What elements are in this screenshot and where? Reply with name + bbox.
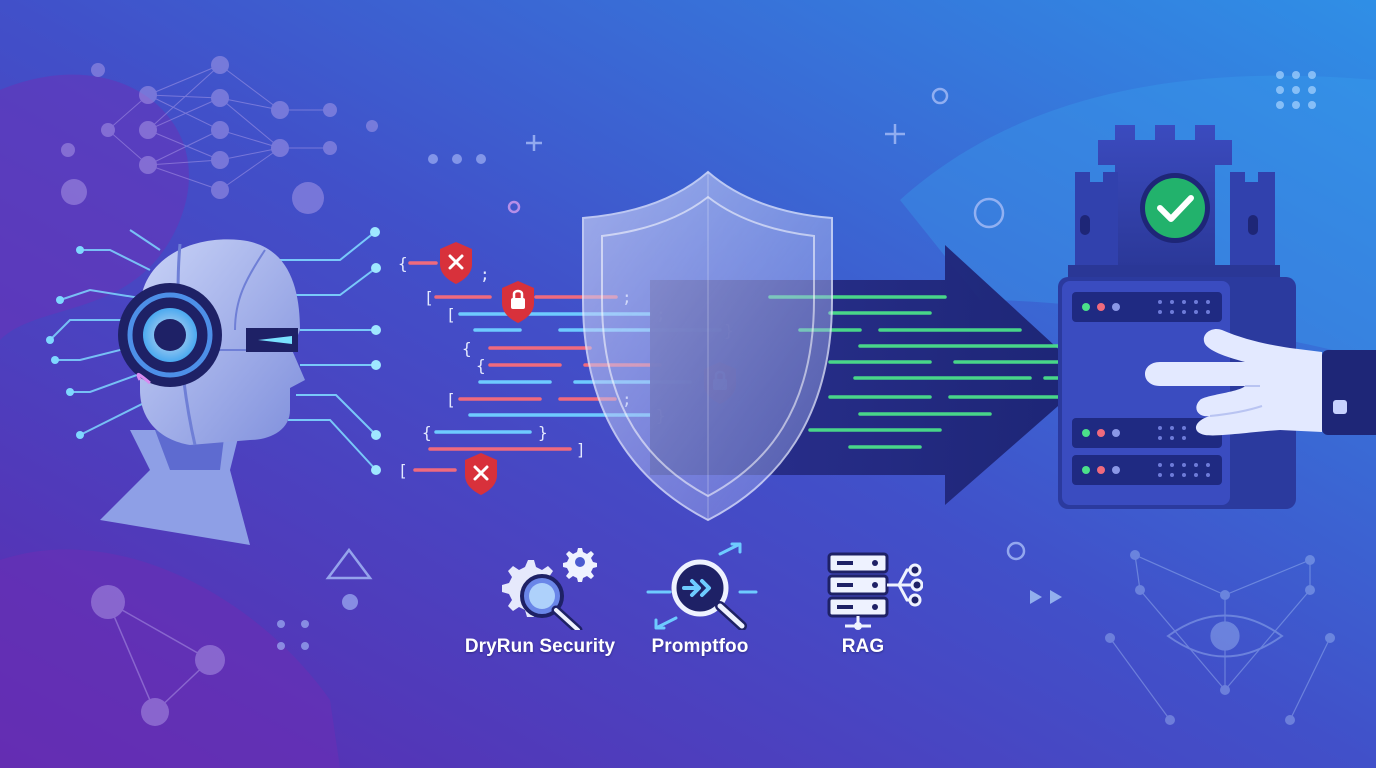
code-glyph: { [476,356,486,375]
decorative-dots-icon [277,154,486,650]
threat-lock-shield-icon [502,281,534,323]
ring-decoration-icon [931,87,949,105]
neural-network-decoration-icon [61,56,378,214]
code-glyph: [ [398,461,408,480]
ai-robot-head-icon [46,227,381,545]
code-glyph: { [422,423,432,442]
tool-label: RAG [841,636,885,657]
code-glyph: ; [480,265,490,284]
network-eye-decoration-icon [1105,550,1335,725]
decorative-grid-dots-icon [1276,71,1316,109]
secure-castle-server-icon [1058,125,1296,509]
plus-sparkle-icon [526,135,542,151]
security-shield-icon [582,170,833,522]
play-arrows-decoration-icon [1030,590,1062,604]
ring-decoration-icon [1006,541,1026,561]
plus-sparkle-icon [885,124,905,144]
verified-check-icon [1140,173,1210,243]
code-glyph: ] [576,440,586,459]
threat-x-shield-icon [465,453,497,495]
triangle-decoration-icon [325,547,373,580]
tool-label: DryRun Security [464,636,616,657]
code-glyph: [ [446,390,456,409]
magnifier-arrows-icon [646,542,758,630]
code-glyph: { [398,254,408,273]
code-glyph: [ [424,288,434,307]
code-glyph: } [538,423,548,442]
tool-dryrun-security: DryRun Security [450,540,630,658]
ring-decoration-icon [507,200,521,214]
server-stack-network-icon [827,552,923,630]
constellation-decoration-icon [91,585,225,726]
tool-label: Promptfoo [651,636,749,657]
code-glyph: [ [446,305,456,324]
ring-decoration-icon [973,197,1005,229]
pointing-hand-icon [1145,328,1376,436]
tool-promptfoo: Promptfoo [610,540,790,658]
code-glyph: { [462,339,472,358]
gear-magnifier-icon [502,548,597,630]
tool-rag: RAG [773,540,953,658]
threat-x-shield-icon [440,242,472,284]
